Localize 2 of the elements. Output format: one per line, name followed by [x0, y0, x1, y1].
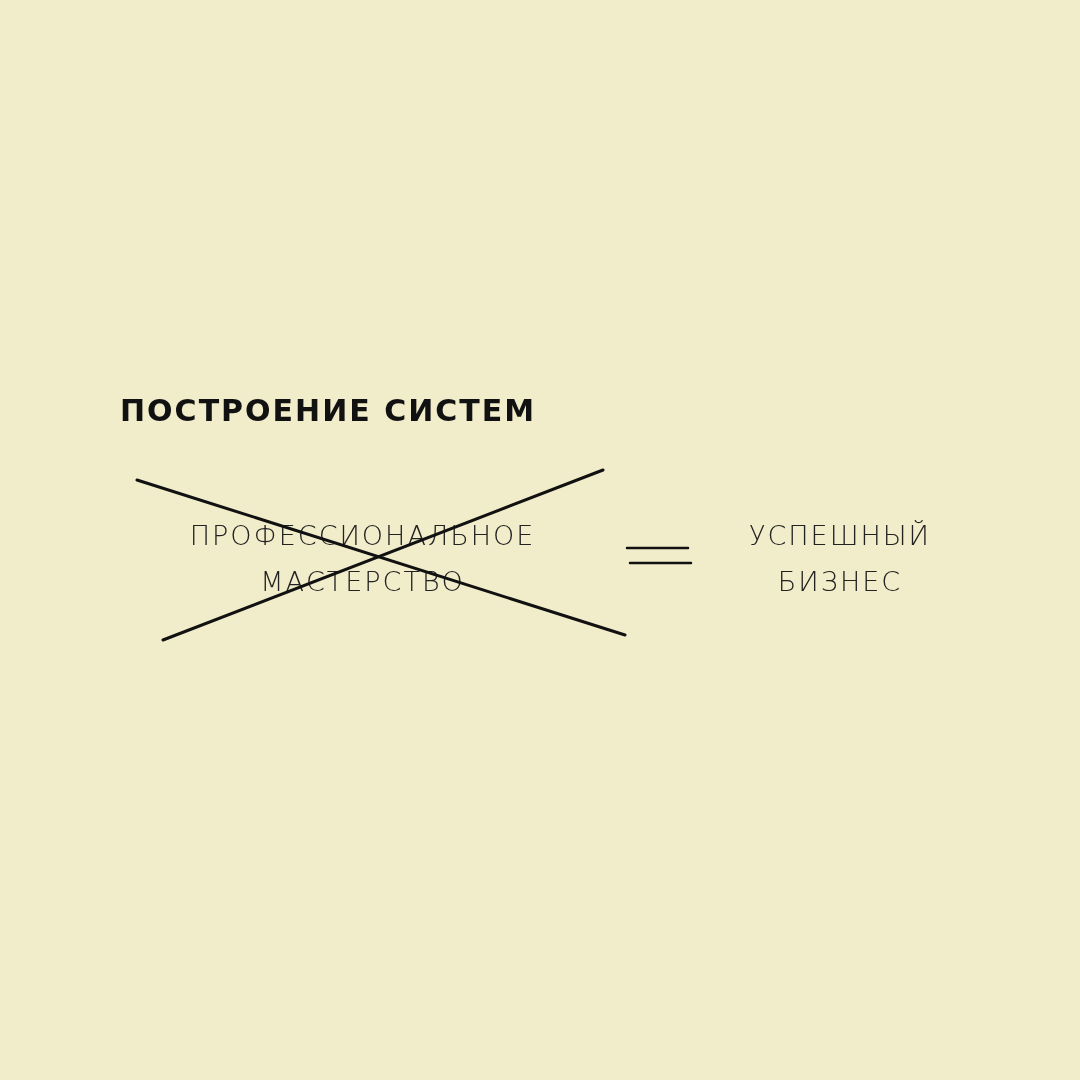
result-text: УСПЕШНЫЙ БИЗНЕС — [748, 519, 932, 599]
heading: ПОСТРОЕНИЕ СИСТЕМ — [120, 392, 537, 430]
